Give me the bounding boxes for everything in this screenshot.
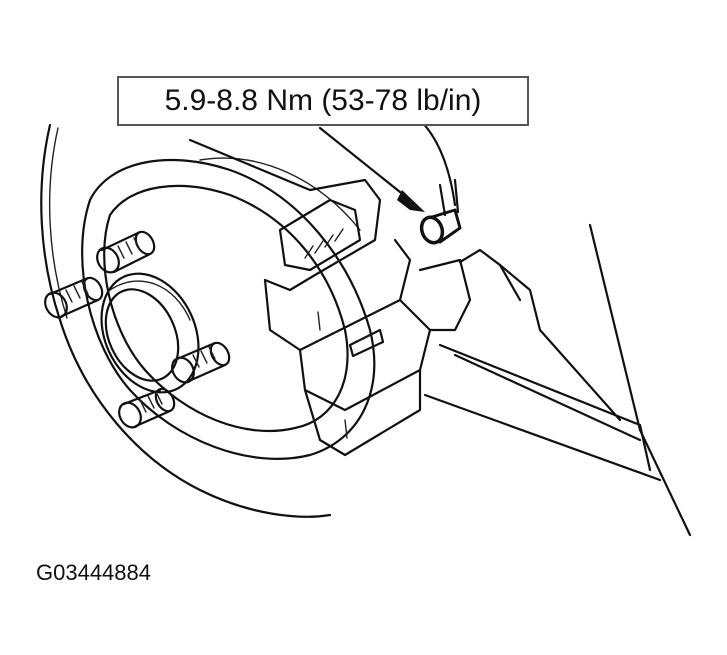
stud-3 (171, 341, 231, 384)
figure-id-label: G03444884 (36, 560, 151, 585)
knuckle-edge (418, 118, 457, 207)
torque-callout-box: 5.9-8.8 Nm (53-78 lb/in) (117, 76, 529, 126)
brake-rotor (81, 157, 376, 460)
wheel-hub (100, 272, 200, 394)
stud-1 (96, 230, 156, 274)
callout-arrow (318, 126, 425, 212)
brake-caliper (188, 138, 522, 457)
wheel-studs (44, 230, 231, 429)
bleeder-screw (419, 178, 462, 245)
stud-4 (118, 387, 176, 429)
stud-2 (44, 276, 104, 319)
suspension-arm (423, 223, 692, 537)
torque-spec-label: 5.9-8.8 Nm (53-78 lb/in) (164, 84, 482, 117)
